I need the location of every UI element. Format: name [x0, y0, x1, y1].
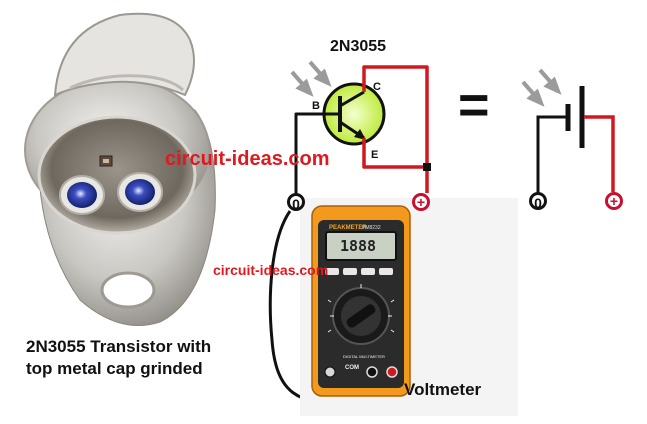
wire-junction	[423, 163, 431, 171]
multimeter-display	[325, 231, 397, 261]
terminal-negative-circuit: 0	[287, 193, 305, 212]
can-inner	[37, 115, 197, 235]
transistor-symbol	[310, 82, 386, 146]
photo-caption-line2: top metal cap grinded	[26, 359, 203, 378]
transistor-photo	[24, 12, 216, 326]
terminal-positive-circuit: +	[412, 193, 430, 211]
voltmeter-label: Voltmeter	[404, 380, 482, 399]
terminal-positive-cell: +	[605, 192, 623, 210]
light-arrows-transistor	[290, 60, 332, 97]
photo-caption: 2N3055 Transistor with top metal cap gri…	[26, 336, 256, 380]
mounting-hole	[100, 271, 156, 309]
socket-com	[366, 366, 378, 378]
light-arrows-cell	[521, 68, 562, 107]
transistor-label: 2N3055	[330, 38, 387, 55]
multimeter	[300, 198, 518, 416]
pin-label-base: B	[312, 100, 320, 112]
cell-symbol	[536, 86, 585, 192]
cap-lid	[53, 12, 195, 97]
socket-vohm	[386, 366, 398, 378]
watermark-top: circuit-ideas.com	[165, 148, 330, 170]
multimeter-readout: 1888	[339, 237, 377, 255]
multimeter-brand: PEAKMETER	[329, 225, 367, 231]
equals-sign: =	[458, 75, 490, 135]
terminal-negative-cell: 0	[529, 192, 547, 211]
pin-label-emitter: E	[371, 149, 379, 161]
socket-10a	[324, 366, 336, 378]
cell-wire-positive	[584, 115, 615, 192]
multimeter-com-label: COM	[345, 365, 359, 371]
multimeter-face-text: DIGITAL MULTIMETER	[343, 354, 385, 359]
watermark-meter: circuit-ideas.com	[213, 262, 329, 278]
photo-caption-line1: 2N3055 Transistor with	[26, 337, 212, 356]
pin-label-collector: C	[373, 81, 381, 93]
multimeter-model: PM8232	[362, 225, 381, 231]
